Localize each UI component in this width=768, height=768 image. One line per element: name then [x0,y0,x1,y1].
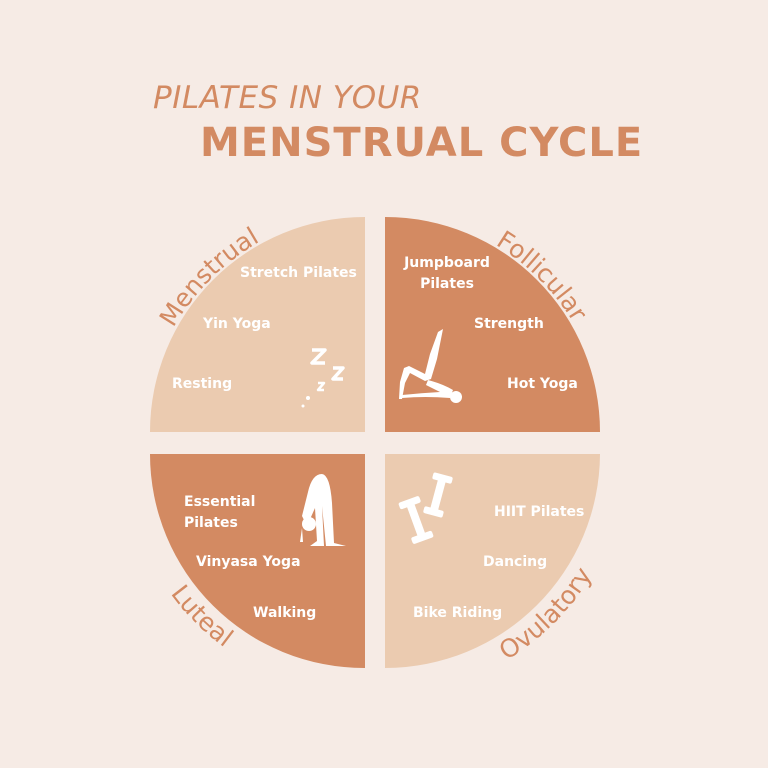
forward-fold-icon [300,474,346,546]
activity-jumpboard-pilates: Jumpboard Pilates [404,255,490,292]
activity-hot-yoga: Hot Yoga [507,376,578,392]
dumbbell-icon [398,472,453,544]
activity-walking: Walking [253,605,317,621]
activity-bike-riding: Bike Riding [413,605,503,621]
activity-resting: Resting [172,376,233,392]
quadrant-follicular [385,217,600,432]
activity-hiit-pilates: HIIT Pilates [494,504,585,520]
sleep-zzz-icon [301,348,345,408]
activity-yin-yoga: Yin Yoga [203,316,271,332]
activity-dancing: Dancing [483,554,548,570]
activity-stretch-pilates: Stretch Pilates [240,265,357,281]
activity-vinyasa-yoga: Vinyasa Yoga [196,554,301,570]
activity-essential-pilates: Essential Pilates [184,494,256,531]
title-line-1: PILATES IN YOUR [153,80,422,116]
pilates-pose-icon [399,329,462,403]
activity-strength: Strength [474,316,544,332]
quadrant-menstrual [150,217,365,432]
title-line-2: MENSTRUAL CYCLE [200,120,644,166]
